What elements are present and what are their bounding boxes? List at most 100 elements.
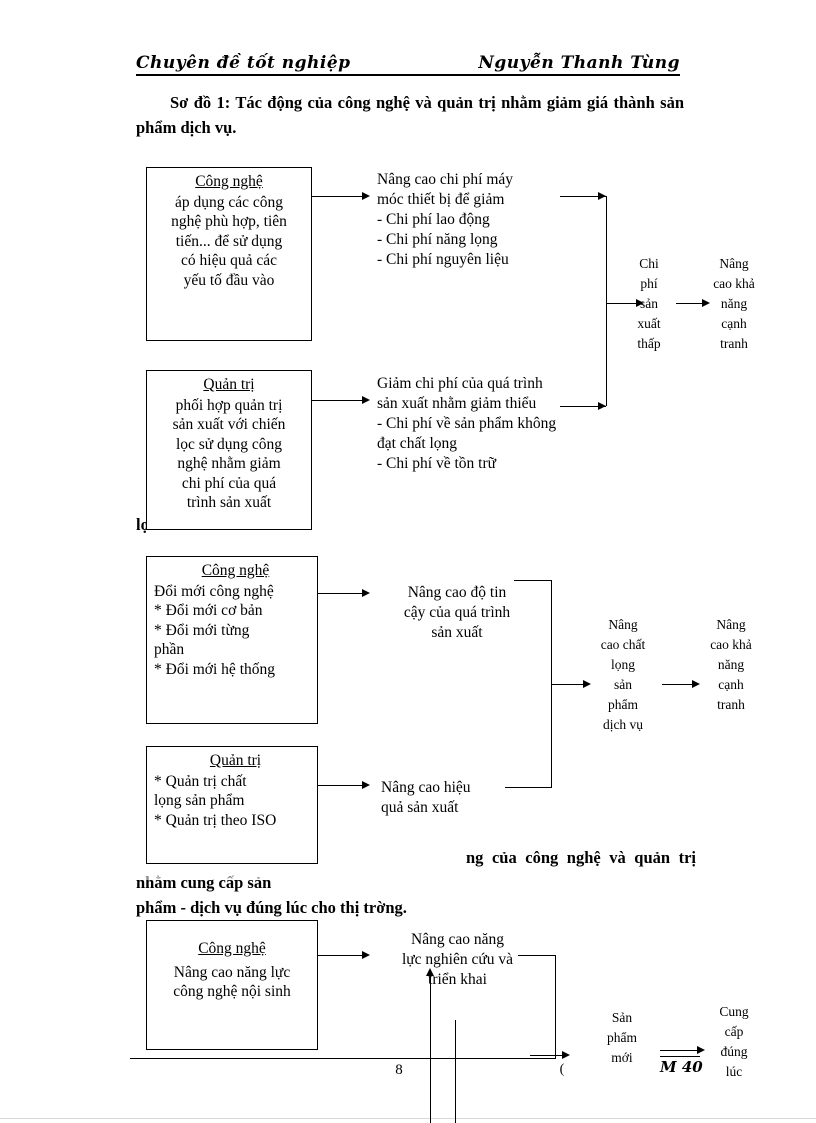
arrow-feed-up-a [426, 968, 434, 976]
column-quality-word-3: sản [614, 677, 632, 692]
column-just-in-time-word-1: cấp [724, 1024, 744, 1039]
text-process-effects: Giảm chi phí của quá trình sản xuất nhằm… [377, 375, 557, 472]
bus-vertical-section-3 [555, 955, 556, 1059]
column-just-in-time-word-0: Cung [719, 1004, 749, 1019]
arrow-process-to-bus-1 [598, 402, 606, 410]
arrow-base-to-newproduct [562, 1051, 570, 1059]
double-arrow-line [660, 1050, 700, 1057]
arrow-lowcost-to-competitive-1 [702, 299, 710, 307]
column-low-cost-word-2: sản [640, 296, 658, 311]
column-low-cost: Chi phí sản xuất thấp [625, 254, 673, 354]
feed-vertical-b [455, 1020, 456, 1123]
arrow-quality-to-competitive-2 [692, 680, 700, 688]
column-new-product-word-2: mới [611, 1050, 633, 1065]
connector-reliability-to-bus-2 [514, 580, 552, 581]
column-low-cost-word-1: phí [640, 276, 658, 291]
connector-quality-to-competitive-2 [662, 684, 698, 685]
text-research: Nâng cao năng lực nghiên cứu và triển kh… [401, 931, 514, 988]
column-competitive-2-word-4: tranh [717, 697, 745, 712]
box-quan-tri-1-body: phối hợp quản trị sản xuất với chiến lọc… [172, 396, 286, 512]
arrow-mgmt1-to-process [362, 396, 370, 404]
column-quality-word-2: lọng [610, 657, 635, 672]
box-cong-nghe-2-title: Công nghệ [201, 562, 270, 579]
page-header: Chuyên đề tốt nghiệp Nguyễn Thanh Tùng [136, 48, 680, 76]
caption-3-mask-3 [136, 866, 324, 880]
page-number: 8 [395, 1062, 403, 1078]
box-quan-tri-2: Quản trị * Quản trị chất lọng sản phẩm *… [146, 746, 318, 864]
connector-tech3-to-research [318, 955, 366, 956]
column-quality-word-0: Nâng [608, 617, 638, 632]
box-cong-nghe-3-body: Nâng cao năng lực công nghệ nội sinh [173, 963, 291, 1001]
column-quality: Nâng cao chất lọng sản phẩm dịch vụ [592, 615, 654, 735]
arrow-mgmt2-to-efficiency [362, 781, 370, 789]
connector-research-to-bus-3 [518, 955, 556, 956]
connector-lowcost-to-competitive-1 [676, 303, 708, 304]
connector-mgmt2-to-efficiency [318, 785, 366, 786]
arrow-cost-to-bus-1 [598, 192, 606, 200]
connector-base-to-newproduct [530, 1055, 568, 1056]
box-quan-tri-2-body: * Quản trị chất lọng sản phẩm * Quản trị… [154, 772, 277, 829]
text-efficiency: Nâng cao hiệu quả sản xuất [381, 779, 471, 816]
box-cong-nghe-2-body: Đổi mới công nghệ * Đổi mới cơ bản * Đổi… [154, 582, 275, 678]
stray-glyph: ( [559, 1062, 565, 1077]
arrow-tech1-to-cost [362, 192, 370, 200]
feed-vertical-a [430, 972, 431, 1123]
column-competitive-2-word-0: Nâng [716, 617, 746, 632]
column-new-product-word-1: phẩm [607, 1030, 637, 1045]
column-low-cost-word-3: xuất [637, 316, 661, 331]
baseline-to-product [130, 1058, 556, 1059]
caption-3-mask-2 [318, 841, 464, 869]
column-new-product: Sản phẩm mới [595, 1008, 649, 1068]
connector-tech1-to-cost [312, 196, 364, 197]
column-competitive-1-word-1: cao khả [713, 276, 755, 291]
connector-cost-to-bus-1 [560, 196, 606, 197]
column-competitive-1-word-2: năng [720, 296, 748, 311]
connector-efficiency-to-bus-2 [505, 787, 552, 788]
box-cong-nghe-1-body: áp dụng các công nghệ phù hợp, tiên tiến… [171, 193, 287, 289]
column-competitive-2-word-3: cạnh [718, 677, 744, 692]
box-cong-nghe-3: Công nghệ Nâng cao năng lực công nghệ nộ… [146, 920, 318, 1050]
box-cong-nghe-1: Công nghệ áp dụng các công nghệ phù hợp,… [146, 167, 312, 341]
column-competitive-1: Nâng cao khả năng cạnh tranh [703, 254, 765, 354]
arrow-tech2-to-reliability [362, 589, 370, 597]
column-quality-word-5: dịch vụ [602, 717, 644, 732]
connector-bus-to-quality [551, 684, 589, 685]
column-low-cost-word-4: thấp [637, 336, 661, 351]
connector-mgmt1-to-process [312, 400, 364, 401]
caption-2-fragment-c: lọ [136, 515, 149, 534]
caption-2-mask-mid [320, 483, 552, 535]
text-reliability: Nâng cao độ tin cậy của quá trình sản xu… [403, 584, 511, 641]
column-just-in-time-word-3: lúc [725, 1064, 743, 1079]
column-low-cost-word-0: Chi [639, 256, 659, 271]
connector-process-to-bus-1 [560, 406, 606, 407]
connector-bus-to-lowcost [606, 303, 642, 304]
column-quality-word-1: cao chất [600, 637, 646, 652]
column-competitive-2-word-1: cao khả [710, 637, 752, 652]
column-competitive-2-word-2: năng [717, 657, 745, 672]
header-right-text: Nguyễn Thanh Tùng [478, 53, 680, 73]
bus-vertical-section-1 [606, 196, 607, 406]
arrow-bus-to-quality [583, 680, 591, 688]
arrow-bus-to-lowcost [636, 299, 644, 307]
header-left-text: Chuyên đề tốt nghiệp [136, 53, 351, 73]
box-cong-nghe-2: Công nghệ Đổi mới công nghệ * Đổi mới cơ… [146, 556, 318, 724]
bus-vertical-section-2 [551, 580, 552, 787]
caption-3-fragment-b: phẩm - dịch vụ đúng lúc cho thị trờng. [136, 898, 407, 917]
column-competitive-1-word-0: Nâng [719, 256, 749, 271]
box-cong-nghe-3-title: Công nghệ [198, 940, 266, 957]
column-competitive-2: Nâng cao khả năng cạnh tranh [700, 615, 762, 715]
caption-diagram-1: Sơ đồ 1: Tác động của công nghệ và quản … [136, 90, 684, 140]
box-quan-tri-1: Quản trị phối hợp quản trị sản xuất với … [146, 370, 312, 530]
column-competitive-1-word-3: cạnh [721, 316, 747, 331]
box-quan-tri-2-title: Quản trị [209, 752, 262, 769]
bottom-rule [0, 1118, 816, 1119]
column-new-product-word-0: Sản [611, 1010, 633, 1025]
column-competitive-1-word-4: tranh [720, 336, 748, 351]
box-quan-tri-1-title: Quản trị [203, 376, 255, 393]
connector-tech2-to-reliability [318, 593, 366, 594]
text-cost-effects: Nâng cao chi phí máy móc thiết bị để giả… [377, 171, 514, 268]
annotation-m40: M 40 [660, 1058, 703, 1076]
column-just-in-time-word-2: đúng [720, 1044, 748, 1059]
box-cong-nghe-1-title: Công nghệ [195, 173, 263, 190]
